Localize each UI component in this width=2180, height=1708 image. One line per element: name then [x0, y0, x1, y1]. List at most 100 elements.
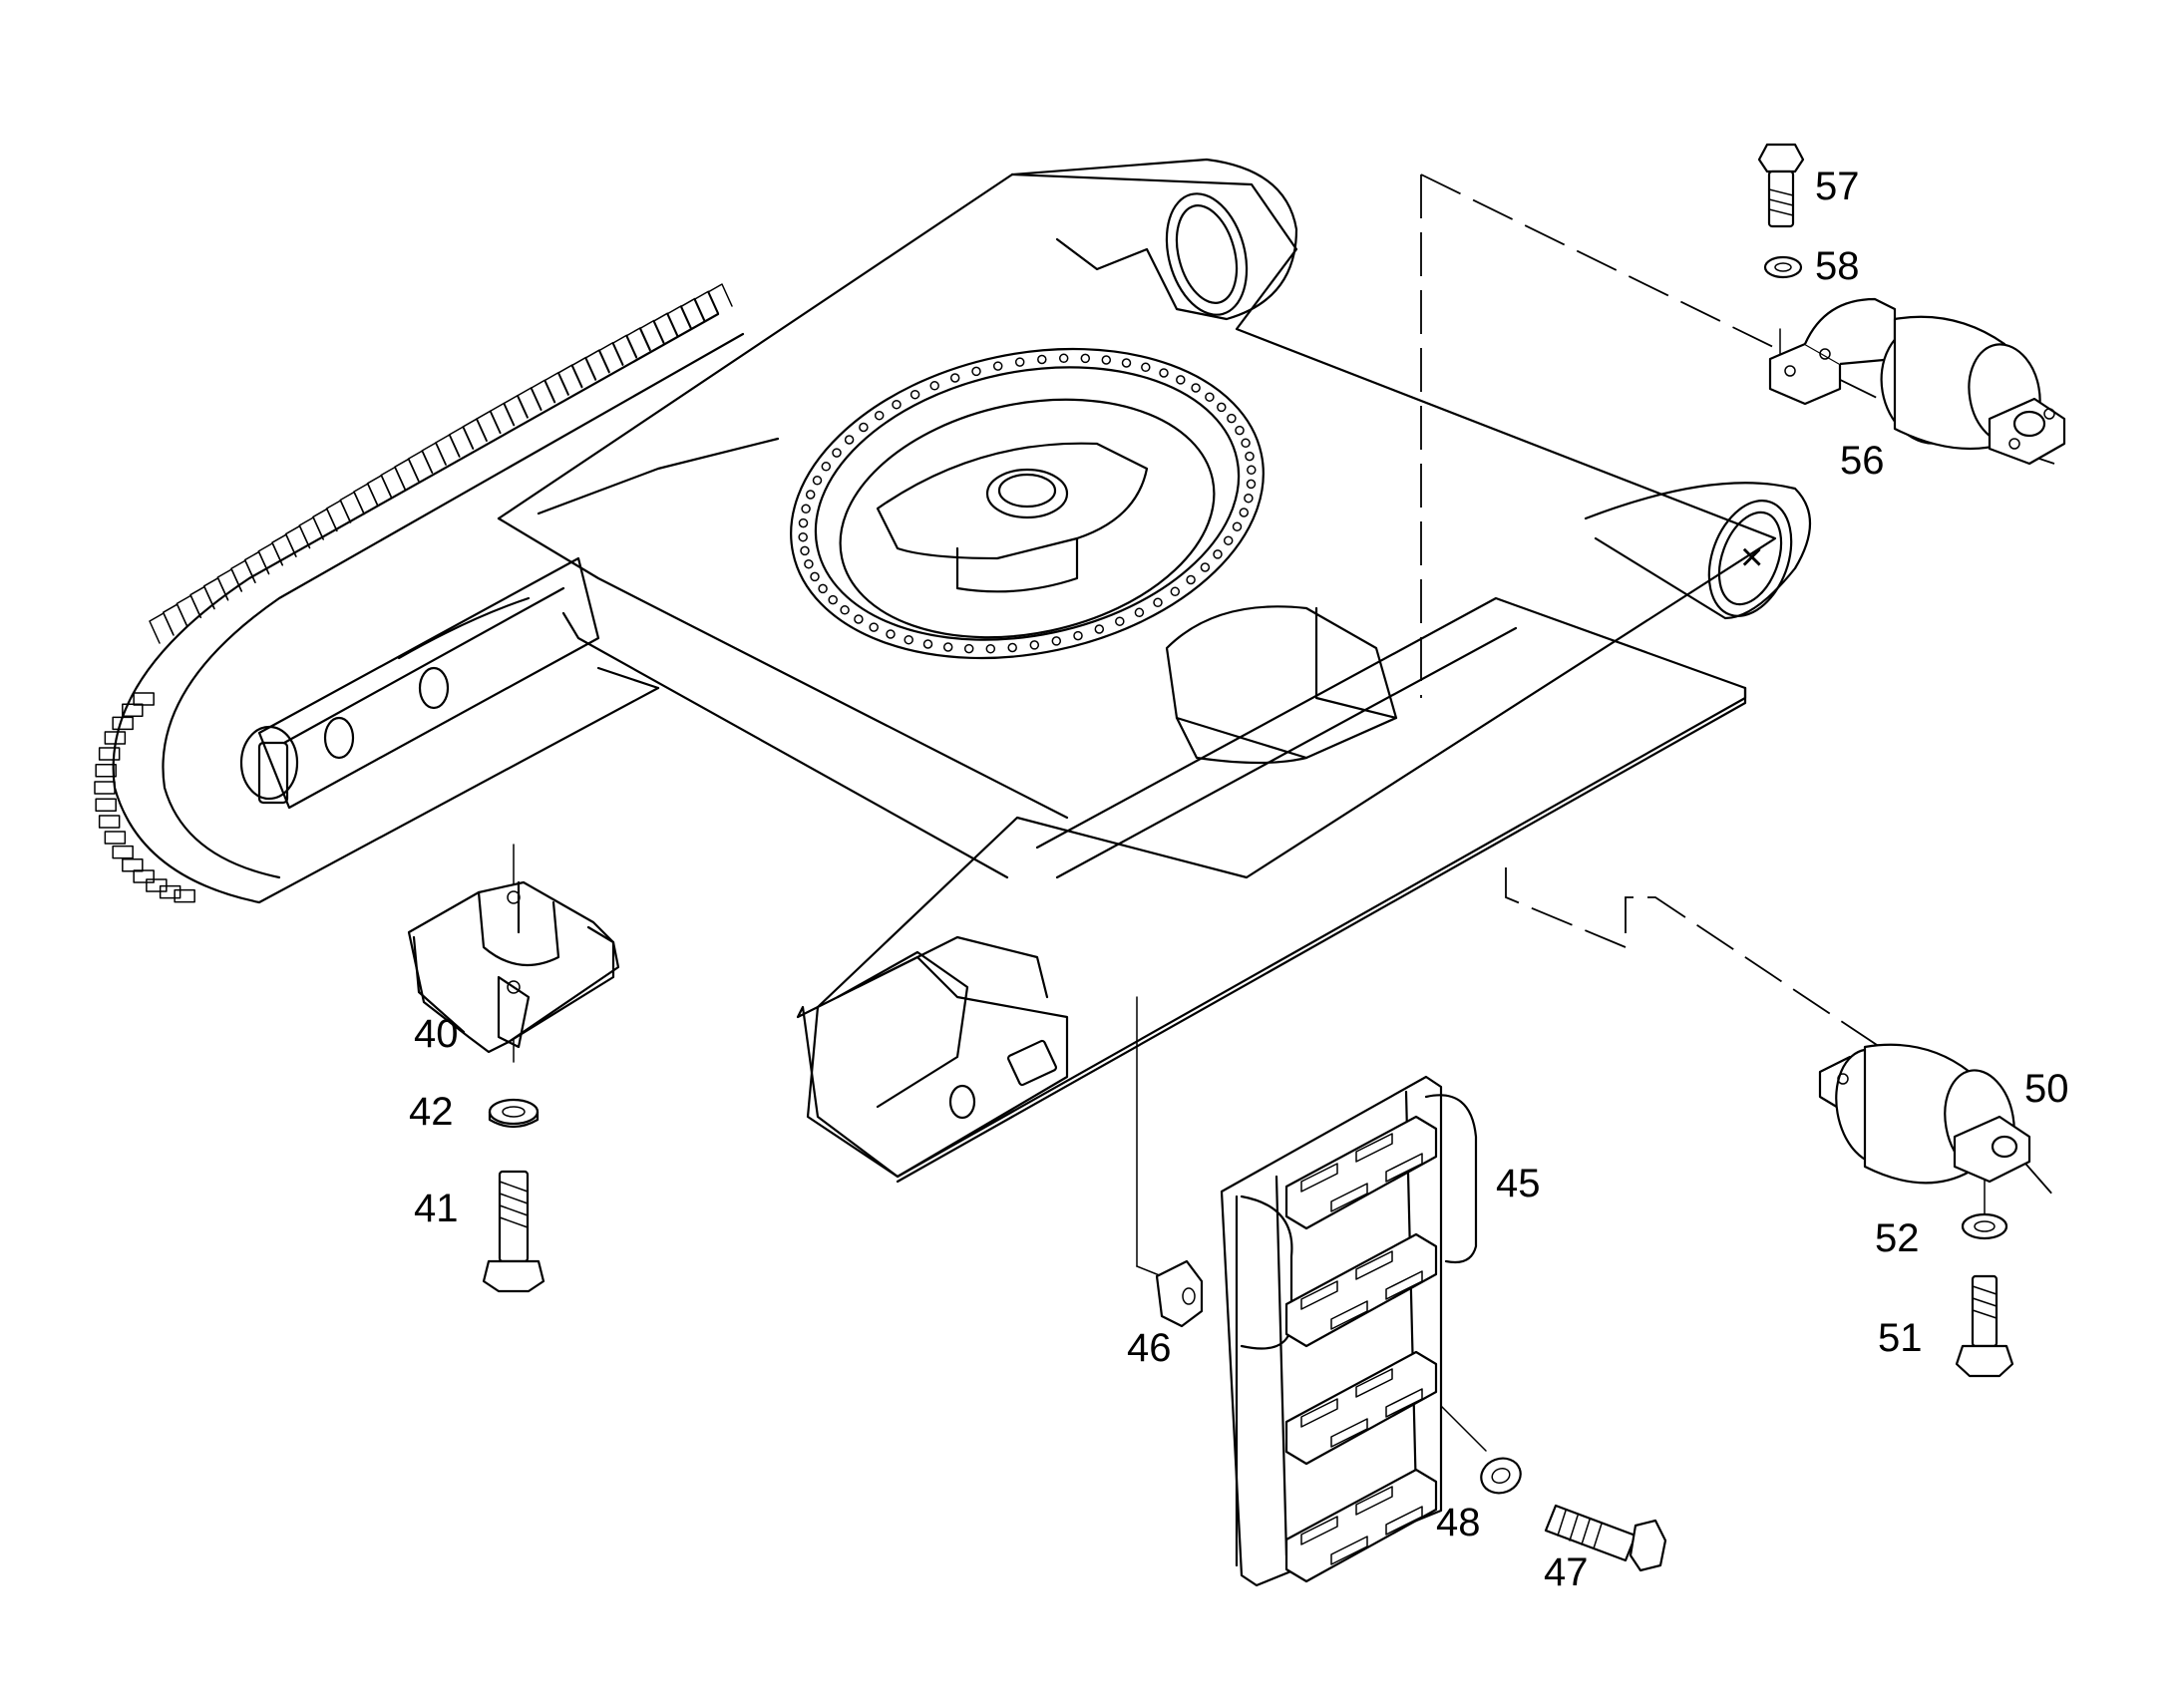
- ring-bolt-hole: [1245, 451, 1255, 462]
- spacer-46: [1155, 1259, 1204, 1328]
- track-grouser: [146, 878, 168, 892]
- track-grouser: [104, 731, 127, 745]
- ring-bolt-hole: [1080, 353, 1091, 364]
- ring-bolt-hole: [1235, 425, 1245, 436]
- undercarriage-frame: ×: [257, 158, 1812, 1184]
- ring-bolt-hole: [985, 643, 996, 654]
- callout-47: 47: [1544, 1550, 1589, 1594]
- ring-bolt-hole: [1246, 479, 1257, 490]
- track-grouser: [122, 858, 144, 872]
- ring-bolt-hole: [798, 531, 808, 542]
- ring-bolt-hole: [963, 643, 974, 654]
- ring-bolt-hole: [832, 448, 842, 458]
- bolt-41: [482, 1170, 545, 1293]
- ring-bolt-hole: [1223, 535, 1234, 545]
- washer-42: [488, 1098, 540, 1129]
- ring-bolt-hole: [859, 422, 869, 433]
- ring-bolt-hole: [1153, 597, 1163, 608]
- ring-bolt-hole: [828, 594, 838, 605]
- ring-bolt-hole: [1232, 521, 1243, 531]
- track-grouser: [174, 888, 195, 903]
- track-grouser: [94, 781, 116, 795]
- washer-58: [1763, 255, 1803, 279]
- crawler-track: [94, 283, 745, 904]
- bolt-57: [1757, 143, 1805, 228]
- ring-bolt-hole: [812, 476, 823, 486]
- ring-bolt-hole: [821, 462, 832, 472]
- ring-bolt-hole: [869, 622, 879, 632]
- ring-bolt-hole: [1247, 465, 1257, 476]
- ring-bolt-hole: [805, 490, 816, 500]
- ring-bolt-hole: [929, 381, 939, 391]
- idler-x-mark: ×: [1740, 535, 1763, 579]
- callout-56: 56: [1840, 439, 1885, 483]
- swing-bearing-ring: [790, 347, 1265, 660]
- callout-45: 45: [1496, 1162, 1541, 1205]
- ring-bolt-hole: [1176, 375, 1186, 385]
- ladder-step: [1284, 1232, 1438, 1348]
- track-grouser: [133, 869, 155, 883]
- ring-bolt-hole: [942, 642, 953, 652]
- ring-bolt-hole: [801, 504, 811, 514]
- ring-bolt-hole: [922, 639, 933, 649]
- bolt-51: [1955, 1274, 2014, 1378]
- track-grouser: [112, 716, 134, 731]
- ring-bolt-hole: [1014, 357, 1025, 367]
- ring-bolt-hole: [1058, 353, 1069, 364]
- track-grouser: [112, 845, 134, 859]
- ring-bolt-hole: [1191, 383, 1201, 393]
- track-grouser: [104, 831, 127, 845]
- callout-52: 52: [1875, 1216, 1920, 1260]
- washer-52: [1961, 1212, 2008, 1240]
- ring-bolt-holes: [798, 353, 1257, 654]
- track-grouser: [122, 703, 144, 717]
- ring-bolt-hole: [1134, 607, 1145, 618]
- callout-51: 51: [1878, 1316, 1923, 1360]
- track-grouser: [98, 747, 121, 761]
- washer-48: [1480, 1457, 1522, 1495]
- ring-bolt-hole: [1094, 624, 1105, 634]
- ring-bolt-hole: [1227, 413, 1237, 424]
- ring-bolt-hole: [1241, 438, 1251, 449]
- track-roller-50: [1818, 1043, 2031, 1185]
- track-grouser: [149, 612, 175, 644]
- ring-bolt-hole: [1239, 508, 1250, 517]
- ring-bolt-hole: [818, 583, 828, 594]
- ladder-step: [1284, 1468, 1438, 1583]
- callout-46: 46: [1127, 1326, 1172, 1370]
- ring-bolt-hole: [844, 435, 855, 445]
- ring-bolt-hole: [1007, 642, 1017, 653]
- ladder-steps: [1284, 1115, 1438, 1583]
- ring-bolt-hole: [971, 366, 981, 377]
- ring-bolt-hole: [992, 361, 1003, 371]
- ring-bolt-hole: [1115, 616, 1125, 626]
- ring-bolt-hole: [909, 389, 920, 400]
- callout-labels: 40 41 42 45 46 47 48 50 51 52 56 57 58: [409, 165, 2069, 1594]
- ladder-step: [1284, 1115, 1438, 1230]
- callout-42: 42: [409, 1090, 454, 1134]
- ring-bolt-hole: [1121, 358, 1132, 368]
- callout-50: 50: [2024, 1067, 2069, 1111]
- ring-bolt-hole: [1073, 630, 1083, 641]
- ring-bolt-hole: [1186, 574, 1196, 585]
- ring-bolt-hole: [1101, 355, 1112, 365]
- ring-bolt-hole: [1051, 636, 1062, 646]
- track-guard-bracket: [407, 880, 620, 1054]
- track-grousers: [94, 283, 733, 903]
- track-grouser: [95, 764, 117, 778]
- ring-bolt-hole: [1141, 362, 1151, 373]
- ring-bolt-hole: [1170, 586, 1181, 597]
- ring-bolt-hole: [800, 545, 810, 556]
- ring-bolt-hole: [1029, 640, 1040, 650]
- ring-bolt-hole: [1217, 402, 1227, 413]
- ring-bolt-hole: [854, 614, 864, 624]
- bolt-47: [1544, 1504, 1667, 1572]
- ring-bolt-hole: [804, 558, 814, 569]
- callout-48: 48: [1436, 1501, 1481, 1544]
- track-grouser: [133, 692, 155, 706]
- ring-bolt-hole: [1213, 549, 1223, 559]
- callout-57: 57: [1815, 165, 1860, 208]
- carrier-roller-56: [1768, 297, 2066, 466]
- ring-bolt-hole: [886, 629, 896, 639]
